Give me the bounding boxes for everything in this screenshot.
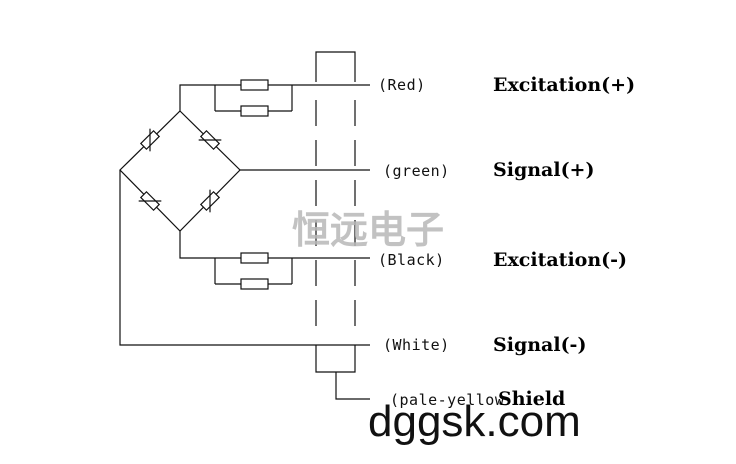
resistor — [240, 105, 269, 117]
excitation-minus-wire — [179, 231, 370, 290]
wire-function-label: Signal(-) — [493, 334, 586, 356]
wire-function-label: Shield — [498, 388, 565, 410]
excitation-plus-wire — [179, 79, 370, 117]
shield-wire — [335, 372, 370, 400]
site-watermark: dggsk.com — [368, 397, 581, 446]
wire-function-label: Excitation(-) — [493, 249, 627, 271]
wire-color-label: (Red) — [378, 76, 426, 94]
strain-gauge-top-right — [198, 129, 222, 151]
wire-function-label: Excitation(+) — [493, 74, 635, 96]
resistor — [240, 79, 269, 91]
wire-color-label: (White) — [383, 336, 450, 354]
wheatstone-bridge — [119, 110, 241, 232]
resistor — [240, 278, 269, 290]
wire-color-label: (green) — [383, 162, 450, 180]
wire-function-label: Signal(+) — [493, 159, 594, 181]
wire-color-label: (pale-yellow — [390, 391, 505, 409]
strain-gauge-bottom-left — [138, 190, 162, 212]
watermark: 恒远电子 — [292, 208, 444, 252]
signal-minus-wire — [119, 170, 370, 346]
strain-gauge-top-left — [139, 128, 161, 152]
strain-gauge-bottom-right — [199, 189, 221, 213]
resistor — [240, 252, 269, 264]
wire-color-label: (Black) — [378, 251, 445, 269]
